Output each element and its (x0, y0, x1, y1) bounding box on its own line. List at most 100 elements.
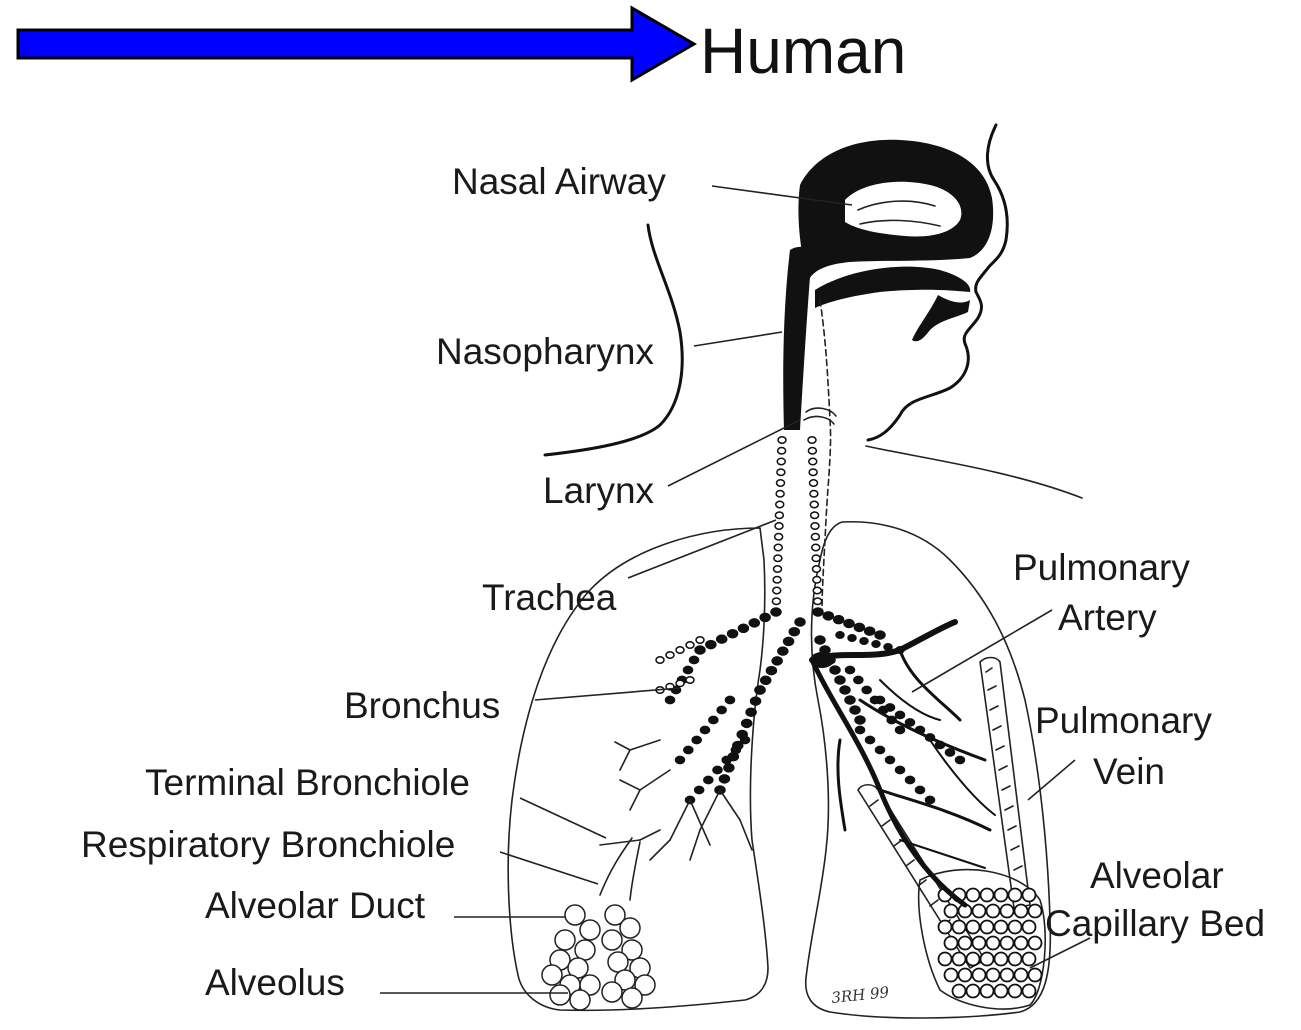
bronchiole-twig (670, 800, 690, 840)
artery-branch (838, 740, 845, 830)
bronchus-ring (731, 746, 740, 753)
trachea-ring (777, 469, 785, 475)
label-terminal-bronchiole: Terminal Bronchiole (145, 762, 470, 803)
capillary-loop (945, 937, 958, 950)
bronchus-ring (896, 711, 905, 718)
capillary-loop (1015, 969, 1028, 982)
label-nasopharynx: Nasopharynx (436, 331, 655, 372)
bronchus-ring (896, 766, 905, 773)
capillary-loop (945, 969, 958, 982)
trachea-ring (810, 480, 818, 486)
trachea-ring (776, 491, 784, 497)
bronchus-ring (686, 642, 694, 648)
alveolus-sac (580, 920, 600, 940)
artery-branch (812, 622, 955, 660)
labels: Nasal Airway Nasopharynx Larynx Trachea … (81, 161, 1265, 1003)
bronchus-ring (862, 686, 871, 693)
bronchus-ring (761, 676, 771, 684)
bronchus-ring (856, 726, 865, 733)
trachea-ring (775, 523, 783, 529)
alveolus-sac (620, 918, 640, 938)
trachea-ring (811, 523, 819, 529)
bronchus-ring (684, 666, 693, 673)
bronchus-ring (728, 630, 738, 638)
artery-branch (900, 650, 960, 720)
capillary-loop (995, 889, 1008, 902)
page-title: Human (700, 15, 906, 87)
trachea-ring (812, 544, 820, 550)
bronchiole-twig (650, 840, 670, 860)
trachea-ring (775, 534, 783, 540)
bronchus-ring (706, 641, 716, 649)
trachea-ring (809, 469, 817, 475)
bronchus-ring (696, 646, 705, 653)
bronchus-ring (772, 657, 782, 665)
trachea-ring (808, 437, 816, 443)
capillary-loop (987, 905, 1000, 918)
bronchus-ring (760, 613, 770, 621)
bronchiole-twig (640, 770, 670, 790)
bronchus-ring (956, 756, 965, 763)
trachea-ring (772, 598, 780, 604)
capillary-loop (1023, 921, 1036, 934)
bronchus-ring (766, 667, 776, 675)
trachea-ring (774, 566, 782, 572)
bronchus-ring (872, 641, 880, 647)
bronchus-ring (755, 686, 765, 694)
bronchus-ring (717, 706, 726, 713)
artery-branch (880, 680, 940, 720)
airway-tree (600, 437, 965, 860)
bronchus-ring (836, 632, 844, 638)
bronchus-ring (726, 696, 735, 703)
bronchus-ring (854, 623, 864, 631)
label-trachea: Trachea (482, 577, 617, 618)
trachea-ring (809, 458, 817, 464)
bronchiole-twig (690, 800, 710, 845)
bronchus-ring (695, 786, 704, 793)
trachea-ring (810, 501, 818, 507)
bronchiole-twig (690, 830, 700, 860)
bronchus-ring (844, 620, 854, 628)
bronchus-ring (876, 696, 885, 703)
pulmonary-artery-branches (810, 622, 995, 905)
label-alveolar-duct: Alveolar Duct (205, 885, 426, 926)
capillary-loop (1023, 985, 1036, 998)
bronchus-ring (696, 637, 704, 643)
capillary-loop (987, 969, 1000, 982)
bronchus-ring (866, 736, 875, 743)
trachea-ring (774, 544, 782, 550)
bronchus-ring (676, 647, 684, 653)
capillary-loop (967, 889, 980, 902)
trachea-ring (774, 555, 782, 561)
bronchus-ring (771, 608, 781, 616)
bronchus-ring (823, 612, 833, 620)
capillary-loop (995, 953, 1008, 966)
trachea-ring (777, 458, 785, 464)
trachea-ring (776, 501, 784, 507)
artery-trunk (810, 652, 834, 668)
label-respiratory-bronchiole: Respiratory Bronchiole (81, 824, 455, 865)
capillary-loop (1023, 889, 1036, 902)
capillary-loop (1009, 889, 1022, 902)
bronchiole-twig (600, 840, 640, 845)
bronchus-ring (835, 676, 845, 684)
capillary-loop (953, 953, 966, 966)
artist-signature: 3RH 99 (831, 983, 891, 1007)
bronchus-ring (676, 756, 685, 763)
capillary-loop (1023, 953, 1036, 966)
alveolus-sac (565, 905, 585, 925)
trachea-ring (777, 480, 785, 486)
bronchus-ring (778, 647, 788, 655)
label-larynx: Larynx (543, 470, 655, 511)
bronchus-ring (713, 766, 722, 773)
bronchus-ring (701, 726, 710, 733)
alveolus-sac (608, 952, 628, 972)
bronchus-ring (916, 786, 925, 793)
bronchiole-twig (620, 750, 630, 770)
bronchus-ring (684, 746, 693, 753)
label-bronchus: Bronchus (344, 685, 500, 726)
capillary-loop (981, 921, 994, 934)
bronchus-ring (946, 749, 955, 756)
bronchus-ring (719, 775, 729, 783)
